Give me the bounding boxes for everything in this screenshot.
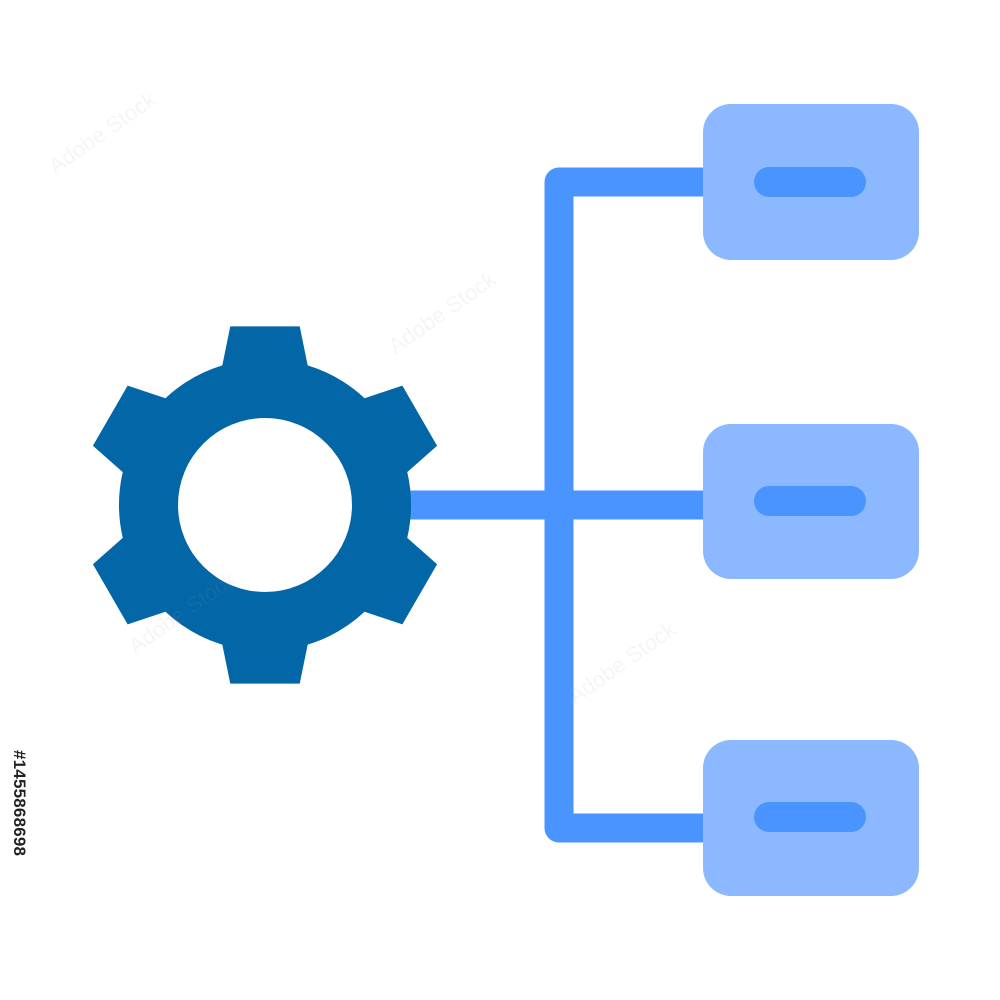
node-dash-icon bbox=[754, 167, 866, 197]
stock-id-label: #1455868698 bbox=[5, 750, 35, 915]
connector-lines bbox=[398, 167, 712, 843]
gear-icon bbox=[92, 326, 438, 684]
node-box-top bbox=[703, 104, 919, 260]
node-dash-icon bbox=[754, 486, 866, 516]
stock-id-text: #1455868698 bbox=[10, 750, 29, 857]
node-box-bottom bbox=[703, 740, 919, 896]
node-box-middle bbox=[703, 424, 919, 579]
node-dash-icon bbox=[754, 802, 866, 832]
